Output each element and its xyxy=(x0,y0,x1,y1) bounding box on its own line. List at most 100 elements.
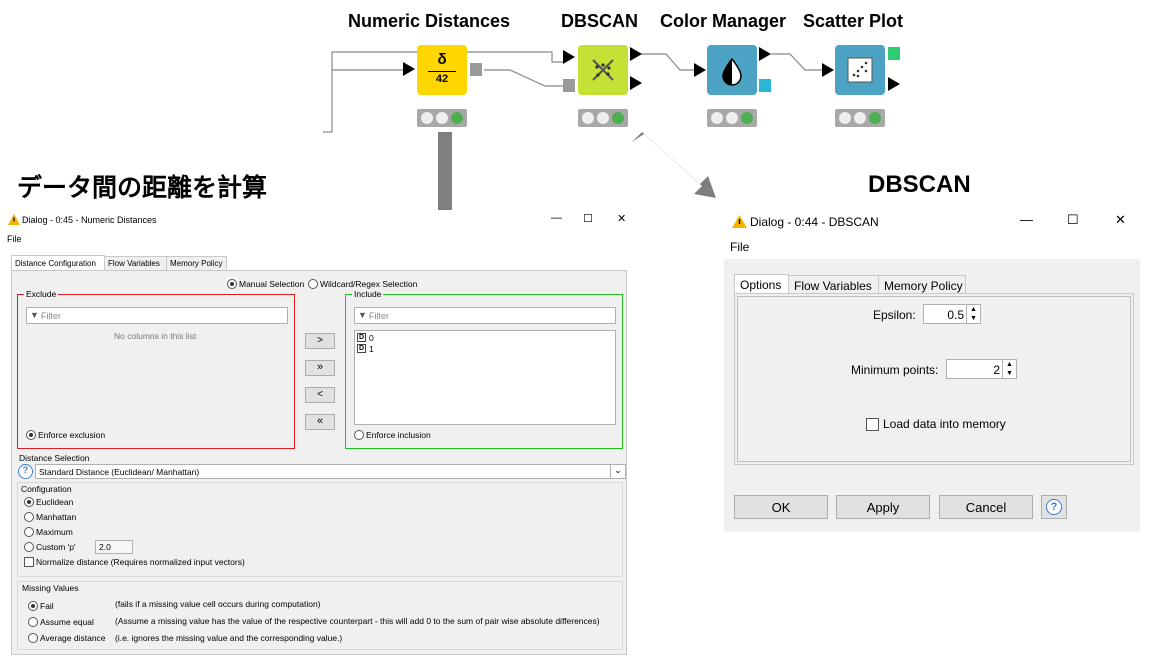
custom-p-input[interactable]: 2.0 xyxy=(95,540,133,554)
help-icon: ? xyxy=(1046,499,1062,515)
minimize-button[interactable]: — xyxy=(1020,212,1033,227)
enforce-inclusion-radio[interactable] xyxy=(354,430,364,440)
node-input-port[interactable] xyxy=(822,63,834,77)
exclude-empty-text: No columns in this list xyxy=(114,331,197,341)
add-button[interactable]: > xyxy=(305,333,335,349)
distance-config-panel: Manual Selection Wildcard/Regex Selectio… xyxy=(11,270,627,655)
enforce-exclusion-radio[interactable] xyxy=(26,430,36,440)
node-output-port[interactable] xyxy=(630,76,642,90)
wildcard-selection-radio[interactable] xyxy=(308,279,318,289)
euclidean-radio[interactable] xyxy=(24,497,34,507)
dialog-titlebar: Dialog - 0:44 - DBSCAN — ☐ ✕ xyxy=(724,207,1140,237)
normalize-checkbox[interactable] xyxy=(24,557,34,567)
missing-average-radio[interactable] xyxy=(28,633,38,643)
menu-file[interactable]: File xyxy=(7,234,22,244)
missing-fail-radio[interactable] xyxy=(28,601,38,611)
node-title-dbscan: DBSCAN xyxy=(561,11,639,31)
ruler-line xyxy=(428,71,456,72)
chevron-down-icon[interactable]: ⌄ xyxy=(610,464,626,479)
configuration-label: Configuration xyxy=(21,484,72,494)
add-all-button[interactable]: » xyxy=(305,360,335,376)
warning-icon xyxy=(8,214,20,225)
tab-flow-variables[interactable]: Flow Variables xyxy=(788,275,879,294)
spinner-arrows-icon[interactable]: ▲▼ xyxy=(1002,360,1016,378)
filter-icon: ▼ xyxy=(358,310,367,320)
node-numeric-distances[interactable]: δ 42 xyxy=(417,45,467,95)
apply-button[interactable]: Apply xyxy=(836,495,930,519)
maximum-label: Maximum xyxy=(36,527,73,537)
maximize-button[interactable]: ☐ xyxy=(1067,212,1079,227)
node-output-port-distance[interactable] xyxy=(470,63,482,76)
include-filter-input[interactable]: ▼ Filter xyxy=(354,307,616,324)
spinner-arrows-icon[interactable]: ▲▼ xyxy=(966,305,980,323)
node-dbscan[interactable] xyxy=(578,45,628,95)
epsilon-spinner[interactable]: 0.5 ▲▼ xyxy=(923,304,981,324)
remove-all-button[interactable]: « xyxy=(305,414,335,430)
manual-selection-radio[interactable] xyxy=(227,279,237,289)
include-list[interactable]: D 0 D 1 xyxy=(354,330,616,425)
tab-memory-policy[interactable]: Memory Policy xyxy=(878,275,966,294)
numeric-distances-dialog: Dialog - 0:45 - Numeric Distances — ☐ ✕ … xyxy=(0,210,632,657)
minimum-points-spinner[interactable]: 2 ▲▼ xyxy=(946,359,1017,379)
exclude-group: Exclude ▼ Filter No columns in this list… xyxy=(17,289,295,449)
tab-memory-policy[interactable]: Memory Policy xyxy=(166,256,227,271)
menu-file[interactable]: File xyxy=(730,240,750,254)
node-output-port[interactable] xyxy=(630,47,642,61)
include-label: Include xyxy=(352,289,384,299)
node-color-manager[interactable] xyxy=(707,45,757,95)
remove-button[interactable]: < xyxy=(305,387,335,403)
node-icon-number: 42 xyxy=(435,73,449,85)
wildcard-selection-label: Wildcard/Regex Selection xyxy=(320,279,418,289)
minimum-points-label: Minimum points: xyxy=(851,363,939,377)
node-input-port[interactable] xyxy=(563,50,575,64)
close-button[interactable]: ✕ xyxy=(1115,212,1126,227)
workflow-connections xyxy=(323,51,822,234)
missing-values-label: Missing Values xyxy=(22,583,79,593)
node-output-port[interactable] xyxy=(759,47,771,61)
exclude-filter-input[interactable]: ▼ Filter xyxy=(26,307,288,324)
menu-bar: File xyxy=(724,237,1140,259)
configuration-group: Configuration Euclidean Manhattan Maximu… xyxy=(17,482,623,577)
node-output-port[interactable] xyxy=(888,77,900,91)
node-input-port[interactable] xyxy=(403,62,415,76)
node-output-port-image[interactable] xyxy=(888,47,900,60)
distance-select[interactable]: Standard Distance (Euclidean/ Manhattan) xyxy=(35,464,611,479)
cancel-button[interactable]: Cancel xyxy=(939,495,1033,519)
node-input-port-distance[interactable] xyxy=(563,79,575,92)
minimize-button[interactable]: — xyxy=(551,212,562,224)
help-button[interactable]: ? xyxy=(1041,495,1067,519)
missing-assume-equal-radio[interactable] xyxy=(28,617,38,627)
enforce-inclusion-label: Enforce inclusion xyxy=(366,430,431,440)
close-button[interactable]: ✕ xyxy=(617,213,627,225)
node-output-port-color[interactable] xyxy=(759,79,771,92)
tab-flow-variables[interactable]: Flow Variables xyxy=(104,256,167,271)
custom-p-radio[interactable] xyxy=(24,542,34,552)
distance-selection-label: Distance Selection xyxy=(19,453,90,463)
custom-p-label: Custom 'p' xyxy=(36,542,76,552)
node-status-lights xyxy=(578,109,628,127)
node-input-port[interactable] xyxy=(694,63,706,77)
node-scatter-plot[interactable] xyxy=(835,45,885,95)
tab-distance-configuration[interactable]: Distance Configuration xyxy=(11,255,105,271)
double-type-icon: D xyxy=(357,333,367,342)
normalize-label: Normalize distance (Requires normalized … xyxy=(36,557,245,567)
help-icon[interactable]: ? xyxy=(18,464,33,479)
missing-assume-equal-desc: (Assume a missing value has the value of… xyxy=(115,616,600,626)
missing-fail-desc: (fails if a missing value cell occurs du… xyxy=(115,599,321,609)
manhattan-label: Manhattan xyxy=(36,512,77,522)
dbscan-dialog: Dialog - 0:44 - DBSCAN — ☐ ✕ File Option… xyxy=(724,207,1140,532)
maximum-radio[interactable] xyxy=(24,527,34,537)
missing-assume-equal-label: Assume equal xyxy=(40,617,94,627)
include-group: Include ▼ Filter D 0 D 1 Enforce inclusi… xyxy=(345,289,623,449)
delta-ruler-icon: δ xyxy=(437,51,447,68)
ok-button[interactable]: OK xyxy=(734,495,828,519)
scatter-icon xyxy=(847,57,873,83)
options-panel: Epsilon: 0.5 ▲▼ Minimum points: 2 ▲▼ Loa… xyxy=(734,293,1134,465)
load-data-checkbox[interactable] xyxy=(866,418,879,431)
maximize-button[interactable]: ☐ xyxy=(583,213,593,225)
heading-dbscan: DBSCAN xyxy=(868,171,971,198)
missing-values-group: Missing Values Fail (fails if a missing … xyxy=(17,581,623,650)
node-status-lights xyxy=(417,109,467,127)
tab-options[interactable]: Options xyxy=(734,274,789,294)
manhattan-radio[interactable] xyxy=(24,512,34,522)
